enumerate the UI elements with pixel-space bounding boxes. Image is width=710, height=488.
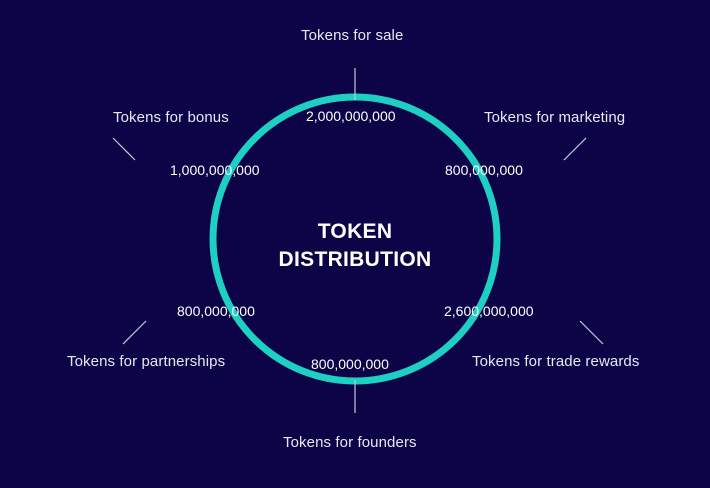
segment-value-bonus: 1,000,000,000 [170,162,260,178]
title-line-1: TOKEN [317,220,393,243]
connector-line-marketing [563,137,587,161]
segment-label-marketing: Tokens for marketing [484,109,626,126]
segment-value-founders: 800,000,000 [311,356,389,372]
segment-label-partnerships: Tokens for partnerships [67,353,226,370]
segment-value-sale: 2,000,000,000 [306,108,396,124]
connector-line-bonus [112,137,136,161]
segment-label-bonus: Tokens for bonus [113,109,229,126]
connector-line-trade-rewards [579,320,604,345]
connector-line-partnerships [122,320,147,345]
segment-label-founders: Tokens for founders [283,434,417,451]
segment-value-trade-rewards: 2,600,000,000 [444,303,534,319]
segment-value-marketing: 800,000,000 [445,162,523,178]
segment-value-partnerships: 800,000,000 [177,303,255,319]
segment-label-sale: Tokens for sale [301,27,404,44]
title-line-2: DISTRIBUTION [278,248,432,271]
diagram-title: TOKEN DISTRIBUTION [255,218,455,274]
segment-label-trade-rewards: Tokens for trade rewards [472,353,640,370]
